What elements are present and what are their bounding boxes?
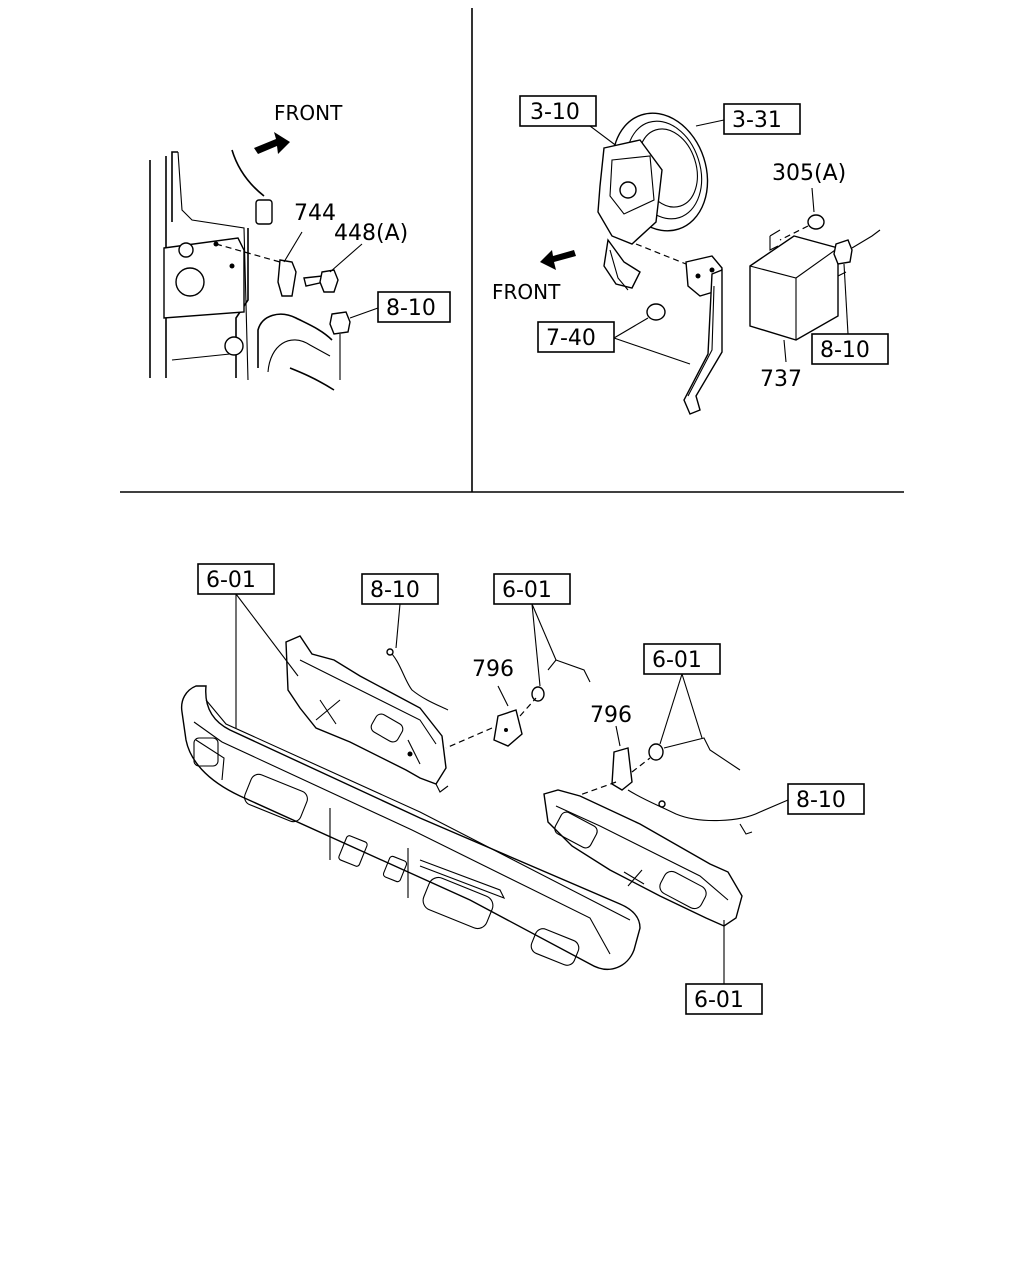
callout-305a: 305(A) xyxy=(772,161,846,186)
ref-box-8-10 xyxy=(787,783,865,815)
ref-label-8-10: 8-10 xyxy=(370,578,420,603)
stay-7-40 xyxy=(683,268,723,415)
callout-796: 796 xyxy=(472,657,514,682)
right-bumper-bracket xyxy=(543,789,743,927)
bottom-panel: 6-01 8-10 6-01 6-01 8-10 6-01 796 796 xyxy=(180,563,865,1015)
sensor-796-right xyxy=(611,747,633,791)
front-bumper xyxy=(180,685,641,970)
connector-8-10 xyxy=(833,239,853,265)
ref-box-3-10 xyxy=(519,95,597,127)
callout-744: 744 xyxy=(294,201,336,226)
ref-label-6-01: 6-01 xyxy=(206,568,256,593)
ref-box-7-40 xyxy=(537,321,615,353)
front-arrow-icon xyxy=(254,132,290,154)
ref-box-8-10 xyxy=(377,291,451,323)
nut-305a xyxy=(807,214,825,230)
ref-label-3-31: 3-31 xyxy=(732,108,782,133)
ref-label-8-10: 8-10 xyxy=(820,338,870,363)
front-label: FRONT xyxy=(274,101,343,125)
ref-box-6-01 xyxy=(643,643,721,675)
ref-label-6-01: 6-01 xyxy=(502,578,552,603)
callout-448a: 448(A) xyxy=(334,221,408,246)
front-arrow-icon xyxy=(540,250,576,270)
ref-label-6-01: 6-01 xyxy=(652,648,702,673)
top-right-panel: 3-10 3-31 FRONT 7-40 xyxy=(492,95,889,415)
callout-796: 796 xyxy=(590,703,632,728)
callout-737: 737 xyxy=(760,367,802,392)
front-label: FRONT xyxy=(492,280,561,304)
ref-box-6-01 xyxy=(685,983,763,1015)
ref-label-8-10: 8-10 xyxy=(386,296,436,321)
ref-label-3-10: 3-10 xyxy=(530,100,580,125)
top-left-panel: FRONT 744 448(A) xyxy=(149,101,451,391)
ref-box-3-31 xyxy=(723,103,801,135)
ref-box-8-10 xyxy=(811,333,889,365)
sensor-796-left xyxy=(493,709,523,747)
ref-label-7-40: 7-40 xyxy=(546,326,596,351)
ref-label-6-01: 6-01 xyxy=(694,988,744,1013)
ecu-737 xyxy=(749,235,839,341)
ref-label-8-10: 8-10 xyxy=(796,788,846,813)
sensor-744 xyxy=(277,259,297,297)
connector-8-10 xyxy=(329,311,351,335)
